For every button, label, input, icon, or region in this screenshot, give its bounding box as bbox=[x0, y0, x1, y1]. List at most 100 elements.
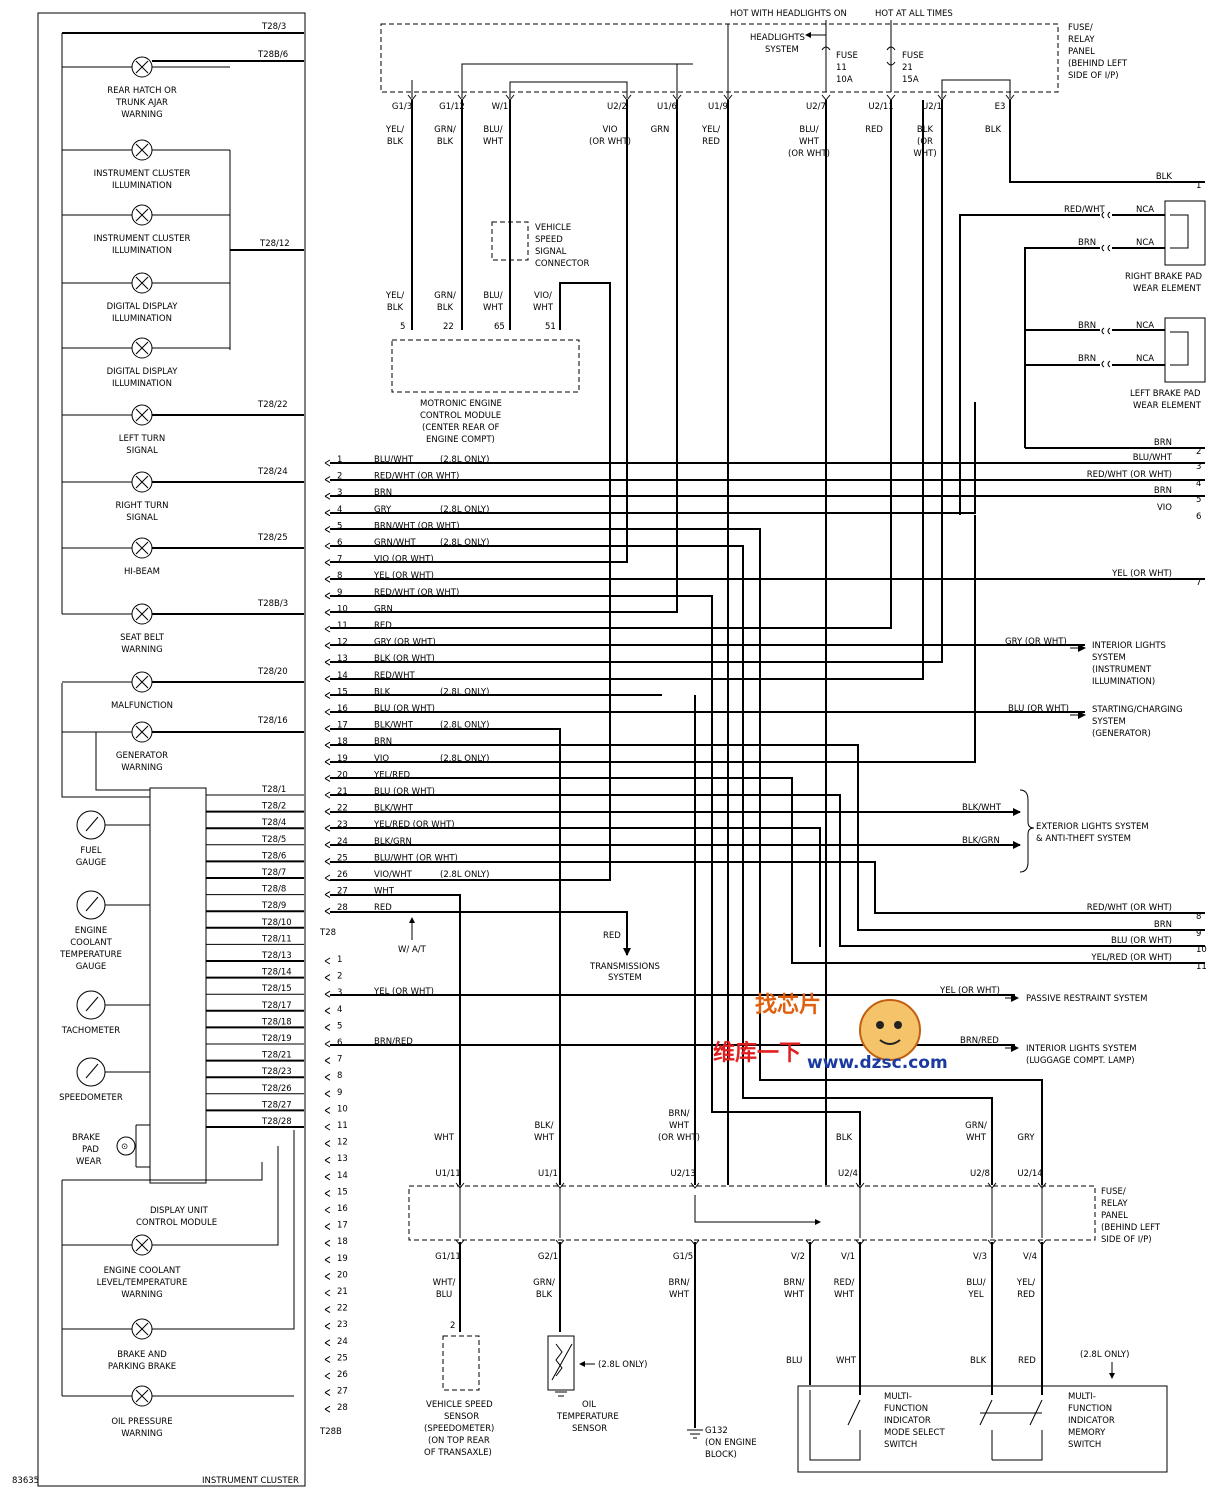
ecm-wire-1-1: YEL/ bbox=[385, 291, 404, 301]
t28-row-2-mark bbox=[324, 476, 331, 484]
bulb-9-label-1: SEAT BELT bbox=[120, 633, 165, 643]
bulb-8-label-1: HI-BEAM bbox=[124, 567, 160, 577]
module-pin-12: T28/14 bbox=[261, 968, 292, 978]
ground-1: G132 bbox=[705, 1426, 728, 1436]
bulb-8-pin: T28/25 bbox=[257, 533, 288, 543]
bulb-1-label-2: TRUNK AJAR bbox=[115, 98, 168, 108]
ecm-pin-22: 22 bbox=[443, 322, 454, 332]
gauge-3-label-1: TACHOMETER bbox=[61, 1026, 120, 1036]
top-wire-color-4-2: (OR WHT) bbox=[589, 137, 631, 147]
bulb-7-pin: T28/24 bbox=[257, 467, 288, 477]
bottom-upper-term-2-mark bbox=[555, 1182, 565, 1189]
brake-pad-label-2: PAD bbox=[82, 1145, 99, 1155]
bottom-upper-term-1: U1/11 bbox=[435, 1169, 460, 1179]
vehicle-speed-signal-connector: VEHICLE SPEED SIGNAL CONNECTOR bbox=[491, 221, 590, 269]
passive-label: PASSIVE RESTRAINT SYSTEM bbox=[1026, 994, 1147, 1004]
interior-illum-3: (INSTRUMENT bbox=[1092, 665, 1152, 675]
vss-3: (SPEEDOMETER) bbox=[424, 1424, 494, 1434]
t28b-row-16-mark bbox=[324, 1206, 331, 1214]
t28b-row-3-num: 3 bbox=[337, 988, 342, 998]
bottom-lower-term-7: V/4 bbox=[1023, 1252, 1037, 1262]
t28-row-23-color: YEL/RED (OR WHT) bbox=[373, 820, 455, 830]
t28-row-15-mark bbox=[324, 691, 331, 699]
bulb-11-pin: T28/16 bbox=[257, 716, 288, 726]
t28b-row-21-mark bbox=[324, 1289, 331, 1297]
t28-row-5-color: BRN/WHT (OR WHT) bbox=[374, 521, 460, 531]
module-pin-17: T28/21 bbox=[261, 1051, 292, 1061]
t28-row-3-color: BRN bbox=[374, 488, 392, 498]
right-row-1-num: 1 bbox=[1196, 181, 1201, 191]
oil-3: SENSOR bbox=[572, 1424, 607, 1434]
t28-row-22-color: BLK/WHT bbox=[374, 804, 414, 814]
bottom-lower-term-6: V/3 bbox=[973, 1252, 987, 1262]
vss-4: (ON TOP REAR bbox=[428, 1436, 490, 1446]
t28b-row-3-mark bbox=[324, 990, 331, 998]
top-wire-color-3-2: WHT bbox=[483, 137, 504, 147]
t28b-row-28-num: 28 bbox=[337, 1403, 348, 1413]
vss-pin: 2 bbox=[450, 1321, 455, 1331]
exterior-1: EXTERIOR LIGHTS SYSTEM bbox=[1036, 822, 1149, 832]
top-wire-color-4-1: VIO bbox=[602, 125, 617, 135]
t28b-connector: 1234567891011121314151617181920212223242… bbox=[324, 955, 434, 1413]
t28-row-24-color: BLK/GRN bbox=[374, 837, 412, 847]
bottom-lower-term-2: G2/1 bbox=[538, 1252, 558, 1262]
top-fuse-panel: HOT WITH HEADLIGHTS ON HOT AT ALL TIMES … bbox=[380, 9, 1128, 98]
sw-wire-blk: BLK bbox=[970, 1356, 987, 1366]
t28-row-2-color: RED/WHT (OR WHT) bbox=[374, 472, 459, 482]
fuse21-2: 21 bbox=[902, 63, 913, 73]
t28-row-17-num: 17 bbox=[337, 721, 348, 731]
bottom-bulb-1-label-1: ENGINE COOLANT bbox=[104, 1266, 182, 1276]
bulb-1-pin: T28B/6 bbox=[257, 50, 288, 60]
bottom-upper-term-1-mark bbox=[455, 1182, 465, 1189]
luggage-1: INTERIOR LIGHTS SYSTEM bbox=[1026, 1044, 1137, 1054]
t28-row-15-note: (2.8L ONLY) bbox=[440, 687, 489, 697]
bottom-upper-wire-6-1: GRY bbox=[1017, 1133, 1035, 1143]
top-wire-color-9-3: WHT) bbox=[913, 149, 936, 159]
t28b-row-4-mark bbox=[324, 1007, 331, 1015]
starting-wire: BLU (OR WHT) bbox=[1008, 704, 1069, 714]
exterior-2: & ANTI-THEFT SYSTEM bbox=[1036, 834, 1131, 844]
bottom-lower-wire-7-2: RED bbox=[1017, 1290, 1035, 1300]
bottom-upper-wire-2-2: WHT bbox=[534, 1133, 555, 1143]
bp-wire-1: RED/WHT bbox=[1064, 205, 1105, 215]
t28b-row-21-num: 21 bbox=[337, 1287, 348, 1297]
bottom-upper-term-5: U2/8 bbox=[970, 1169, 990, 1179]
bottom-upper-term-6-mark bbox=[1037, 1182, 1047, 1189]
bp-wire-3: BRN bbox=[1078, 321, 1096, 331]
bottom-lower-wire-5-1: RED/ bbox=[834, 1278, 855, 1288]
module-pin-9: T28/10 bbox=[261, 918, 292, 928]
bulb-11-label-2: WARNING bbox=[121, 763, 162, 773]
bottom-upper-wire-2-1: BLK/ bbox=[534, 1121, 553, 1131]
headlights-system-2: SYSTEM bbox=[765, 45, 799, 55]
t28-row-8-color: YEL (OR WHT) bbox=[373, 571, 434, 581]
module-pin-10: T28/11 bbox=[261, 934, 292, 944]
bulb-11-label-1: GENERATOR bbox=[116, 751, 168, 761]
fuse11-2: 11 bbox=[836, 63, 847, 73]
headlights-system-1: HEADLIGHTS bbox=[750, 33, 805, 43]
ecm-pin-5: 5 bbox=[400, 322, 405, 332]
t28b-row-3-color: YEL (OR WHT) bbox=[373, 987, 434, 997]
vss-conn-3: SIGNAL bbox=[535, 247, 567, 257]
vss-1: VEHICLE SPEED bbox=[426, 1400, 493, 1410]
mode-5: SWITCH bbox=[884, 1440, 917, 1450]
top-wire-color-7-1: BLU/ bbox=[799, 125, 818, 135]
module-pin-5: T28/6 bbox=[261, 851, 286, 861]
ecm-wire-4-2: WHT bbox=[533, 303, 554, 313]
t28-row-11-color: RED bbox=[374, 621, 392, 631]
cluster-gauges: FUELGAUGEENGINECOOLANTTEMPERATUREGAUGETA… bbox=[59, 810, 150, 1103]
right-brake-pad-2: WEAR ELEMENT bbox=[1133, 284, 1202, 294]
t28-row-6-num: 6 bbox=[337, 538, 342, 548]
cluster-bulb-2-cross bbox=[135, 143, 149, 157]
bulb-6-label-2: SIGNAL bbox=[126, 446, 158, 456]
mode-4: MODE SELECT bbox=[884, 1428, 945, 1438]
right-row-8-num: 8 bbox=[1196, 912, 1201, 922]
trans-1: TRANSMISSIONS bbox=[589, 962, 660, 972]
gauge-1-label-1: FUEL bbox=[80, 846, 101, 856]
bottom-upper-term-4: U2/4 bbox=[838, 1169, 858, 1179]
top-wire-color-5-1: GRN bbox=[651, 125, 670, 135]
t28-row-16-num: 16 bbox=[337, 704, 348, 714]
bottom-panel-2: RELAY bbox=[1101, 1199, 1128, 1209]
luggage-wire: BRN/RED bbox=[960, 1036, 999, 1046]
